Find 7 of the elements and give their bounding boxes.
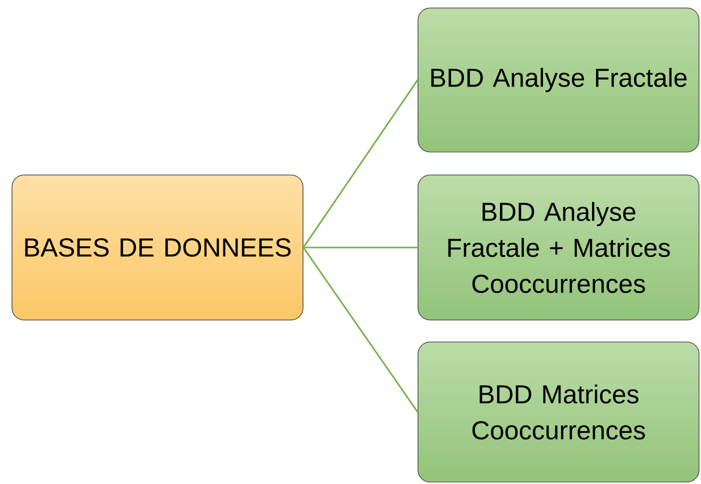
category-box: BDD Matrices Cooccurrences xyxy=(418,342,700,482)
connector-line xyxy=(302,247,418,412)
root-box: BASES DE DONNEES xyxy=(12,174,304,320)
connector-line xyxy=(302,80,418,248)
category-box: BDD Analyse Fractale + Matrices Cooccurrences xyxy=(418,174,700,320)
connector-line xyxy=(303,246,418,248)
category-box: BDD Analyse Fractale xyxy=(418,8,700,152)
